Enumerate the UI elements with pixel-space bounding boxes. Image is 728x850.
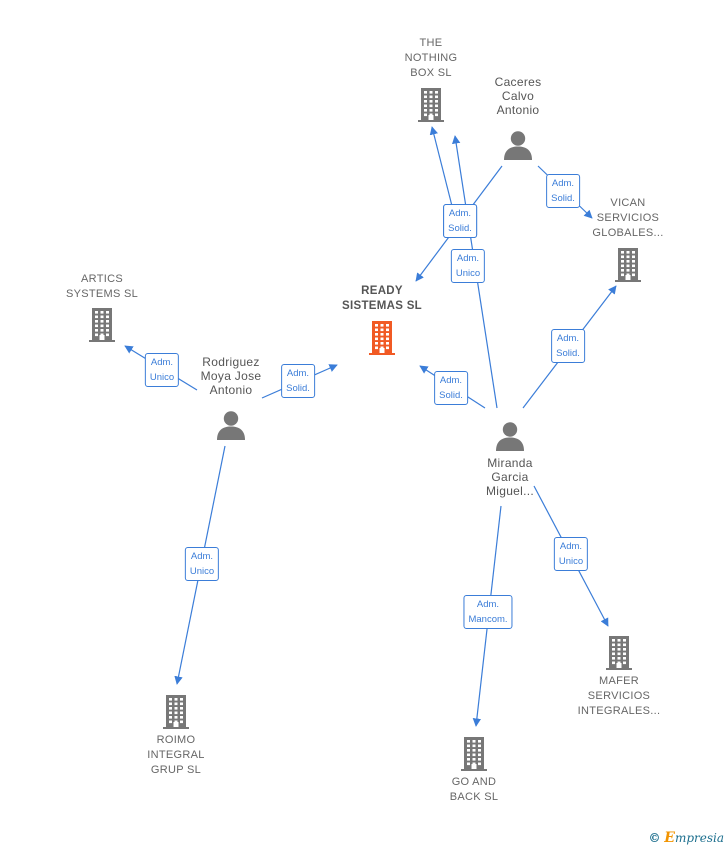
copyright-symbol: ©: [648, 831, 661, 845]
building-icon: [615, 248, 641, 282]
edge-label-rodriguez-roimo[interactable]: Adm. Unico: [184, 547, 220, 581]
edge-label-line: Unico: [189, 566, 215, 577]
node-label-line: Garcia: [491, 470, 529, 484]
node-artics[interactable]: [87, 306, 117, 347]
edge-label-caceres-ready[interactable]: Adm. Solid.: [443, 204, 477, 238]
node-miranda[interactable]: [495, 421, 525, 456]
edge-label-line: Solid.: [556, 348, 580, 359]
node-label-ready[interactable]: READY SISTEMAS SL: [342, 284, 422, 314]
edge-label-line: Mancom.: [468, 614, 508, 625]
node-label-line: Antonio: [496, 103, 540, 117]
node-label-line: SERVICIOS: [596, 212, 660, 224]
edge-label-line: Adm.: [559, 541, 583, 552]
node-label-line: INTEGRAL: [147, 749, 205, 761]
edge-label-line: Solid.: [551, 193, 575, 204]
building-icon: [461, 737, 487, 771]
node-label-artics[interactable]: ARTICS SYSTEMS SL: [66, 272, 138, 302]
edge-label-miranda-ready[interactable]: Adm. Solid.: [434, 371, 468, 405]
node-label-line: Moya Jose: [200, 369, 262, 383]
edge-label-caceres-vican[interactable]: Adm. Solid.: [546, 174, 580, 208]
node-label-line: ARTICS: [81, 273, 123, 285]
node-label-line: BACK SL: [449, 791, 499, 803]
node-label-line: Miguel...: [485, 484, 535, 498]
edge-label-line: Adm.: [190, 551, 214, 562]
brand-logo-initial: E: [664, 830, 675, 846]
node-label-line: GO AND: [451, 776, 497, 788]
edge-label-rodriguez-artics[interactable]: Adm. Unico: [144, 353, 180, 387]
edge-label-line: Adm.: [556, 333, 580, 344]
edge-label-line: Adm.: [448, 208, 472, 219]
edge-label-line: Unico: [455, 268, 481, 279]
edge-label-line: Unico: [149, 372, 175, 383]
node-label-line: SYSTEMS SL: [65, 288, 139, 300]
edge-label-miranda-mafer[interactable]: Adm. Unico: [553, 537, 589, 571]
edge-label-line: Adm.: [286, 368, 310, 379]
node-label-line: THE: [419, 37, 443, 49]
node-vican[interactable]: [613, 246, 643, 287]
node-caceres[interactable]: [503, 130, 533, 165]
edge-label-line: Solid.: [286, 383, 310, 394]
person-icon: [217, 411, 245, 440]
edge-label-line: Adm.: [150, 357, 174, 368]
node-rodriguez[interactable]: [216, 410, 246, 445]
edge-label-line: Solid.: [439, 390, 463, 401]
node-mafer[interactable]: [604, 634, 634, 675]
node-ready[interactable]: [367, 319, 397, 360]
edge-label-line: Adm.: [456, 253, 480, 264]
building-icon: [369, 321, 395, 355]
edge-label-miranda-goandback[interactable]: Adm. Mancom.: [463, 595, 513, 629]
building-icon: [418, 88, 444, 122]
node-label-line: NOTHING: [404, 52, 458, 64]
node-label-line: INTEGRALES...: [577, 705, 661, 717]
edge-label-miranda-vican[interactable]: Adm. Solid.: [551, 329, 585, 363]
node-label-line: Calvo: [501, 89, 535, 103]
edge-label-rodriguez-ready[interactable]: Adm. Solid.: [281, 364, 315, 398]
node-label-line: GRUP SL: [150, 764, 202, 776]
brand-logo-name: mpresia: [674, 831, 724, 845]
node-label-goandback[interactable]: GO AND BACK SL: [450, 775, 499, 805]
node-label-line: MAFER: [598, 675, 639, 687]
node-label-line: SISTEMAS SL: [342, 300, 422, 312]
building-icon: [163, 695, 189, 729]
brand-footer: © Empresia: [648, 830, 724, 846]
node-label-line: BOX SL: [410, 67, 452, 79]
node-label-line: READY: [361, 285, 403, 297]
node-label-roimo[interactable]: ROIMO INTEGRAL GRUP SL: [147, 733, 204, 778]
node-nothing[interactable]: [416, 86, 446, 127]
edge-label-miranda-nothing[interactable]: Adm. Unico: [450, 249, 486, 283]
node-label-line: Caceres: [494, 75, 542, 89]
node-label-vican[interactable]: VICAN SERVICIOS GLOBALES...: [592, 196, 663, 241]
node-label-line: SERVICIOS: [587, 690, 651, 702]
edge-label-line: Adm.: [476, 599, 500, 610]
edge-label-line: Unico: [558, 556, 584, 567]
edge-label-line: Adm.: [551, 178, 575, 189]
node-label-mafer[interactable]: MAFER SERVICIOS INTEGRALES...: [578, 674, 661, 719]
node-label-line: Antonio: [209, 383, 253, 397]
node-label-line: GLOBALES...: [592, 227, 664, 239]
person-icon: [504, 131, 532, 160]
building-icon: [606, 636, 632, 670]
node-label-line: VICAN: [610, 197, 646, 209]
building-icon: [89, 308, 115, 342]
node-goandback[interactable]: [459, 735, 489, 776]
node-roimo[interactable]: [161, 693, 191, 734]
node-label-line: ROIMO: [156, 734, 196, 746]
edge-label-line: Adm.: [439, 375, 463, 386]
edge-line-caceres-nothing: [429, 126, 453, 207]
node-label-line: Miranda: [487, 456, 533, 470]
node-label-nothing[interactable]: THE NOTHING BOX SL: [405, 36, 458, 81]
person-icon: [496, 422, 524, 451]
node-label-line: Rodriguez: [202, 355, 260, 369]
edge-label-line: Solid.: [448, 223, 472, 234]
